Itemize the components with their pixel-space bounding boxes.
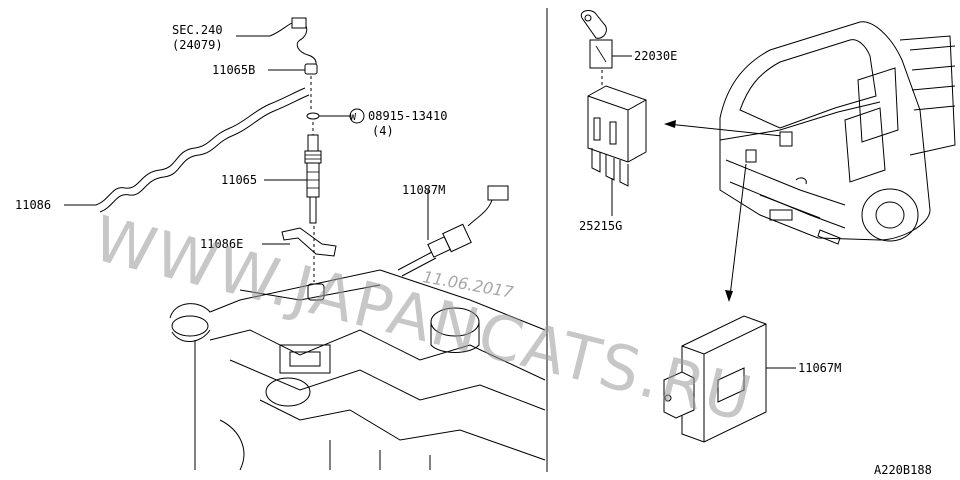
sensor-11087M (397, 185, 509, 277)
harness-wire-11086 (95, 87, 306, 206)
label-11065: 11065 (221, 173, 257, 187)
nut-11065B (304, 63, 318, 75)
label-25215G: 25215G (579, 219, 622, 233)
label-sec240-sub: (24079) (172, 38, 223, 52)
label-11086E: 11086E (200, 237, 243, 251)
label-11065B: 11065B (212, 63, 255, 77)
washer-08915 (306, 112, 320, 120)
bracket-22030E (580, 10, 613, 69)
label-08915: 08915-13410 (368, 109, 447, 123)
washer-symbol (349, 108, 365, 124)
label-11067M: 11067M (798, 361, 841, 375)
glow-plug-11065 (304, 134, 322, 224)
arrow-relay-location (667, 123, 783, 137)
label-22030E: 22030E (634, 49, 677, 63)
sec240-wire (269, 21, 317, 71)
truck-illustration (719, 21, 956, 245)
label-08915-qty: (4) (372, 124, 394, 138)
sec240-connector (291, 17, 307, 29)
label-11086: 11086 (15, 198, 51, 212)
relay-25215G (587, 85, 647, 187)
diagram-code: A220B188 (874, 463, 932, 477)
engine-block (169, 269, 546, 471)
harness-wire-11086-outline (99, 94, 310, 213)
bracket-11086E (281, 227, 337, 257)
control-unit-11067M (663, 315, 767, 443)
washer-mark: W (350, 112, 357, 123)
label-sec240: SEC.240 (172, 23, 223, 37)
label-11087M: 11087M (402, 183, 445, 197)
arrow-head-ecu (725, 290, 733, 302)
arrow-ecu-location (729, 163, 747, 297)
watermark-text: WWW.JAPANCATS.RU (86, 202, 760, 437)
arrow-head-relay (664, 120, 676, 128)
